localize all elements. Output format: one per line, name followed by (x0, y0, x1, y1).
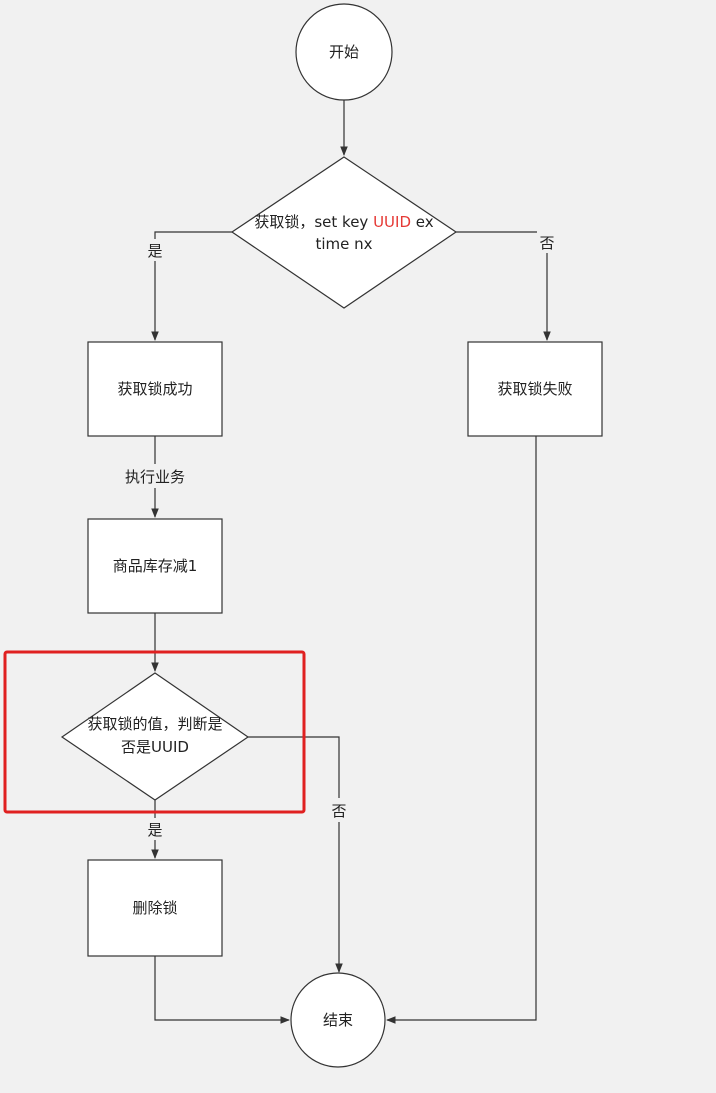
node-acquire-lock: 获取锁，set key UUID ex time nx (230, 156, 458, 309)
node-fail: 获取锁失败 (467, 341, 603, 437)
node-check-uuid: 获取锁的值，判断是 否是UUID (60, 672, 250, 801)
edge-label-no: 否 (539, 234, 554, 252)
node-delete: 删除锁 (87, 859, 223, 957)
node-delete-label: 删除锁 (132, 899, 177, 917)
edge-acquire-to-success (151, 231, 232, 341)
edge-label-yes-check: 是 (147, 821, 162, 839)
node-success: 获取锁成功 (87, 341, 223, 437)
edge-label-no-check: 否 (331, 802, 346, 820)
node-start-label: 开始 (329, 43, 359, 61)
node-acquire-label-line1: 获取锁，set key UUID ex (254, 213, 433, 231)
edge-label-yes: 是 (147, 242, 162, 260)
edge-acquire-to-fail (456, 231, 551, 341)
node-end: 结束 (290, 972, 386, 1068)
highlight-box (3, 650, 306, 814)
node-end-label: 结束 (323, 1011, 353, 1029)
node-fail-label: 获取锁失败 (497, 380, 572, 398)
node-decrement-label: 商品库存减1 (113, 557, 198, 575)
node-check-label-line1: 获取锁的值，判断是 (87, 715, 222, 733)
edge-labels: 是 否 执行业务 是 否 (117, 231, 557, 840)
edge-delete-to-end (154, 956, 290, 1024)
edge-fail-to-end (386, 436, 537, 1024)
acquire-uuid: UUID (373, 213, 411, 231)
edge-label-execute: 执行业务 (125, 468, 185, 486)
node-start: 开始 (295, 3, 393, 101)
node-success-label: 获取锁成功 (117, 380, 192, 398)
node-acquire-label-line2: time nx (315, 235, 372, 253)
acquire-prefix: 获取锁，set key (254, 213, 373, 231)
node-check-label-line2: 否是UUID (121, 738, 189, 756)
node-decrement: 商品库存减1 (87, 518, 223, 614)
edge-check-to-end (248, 736, 343, 973)
acquire-suffix: ex (411, 213, 434, 231)
